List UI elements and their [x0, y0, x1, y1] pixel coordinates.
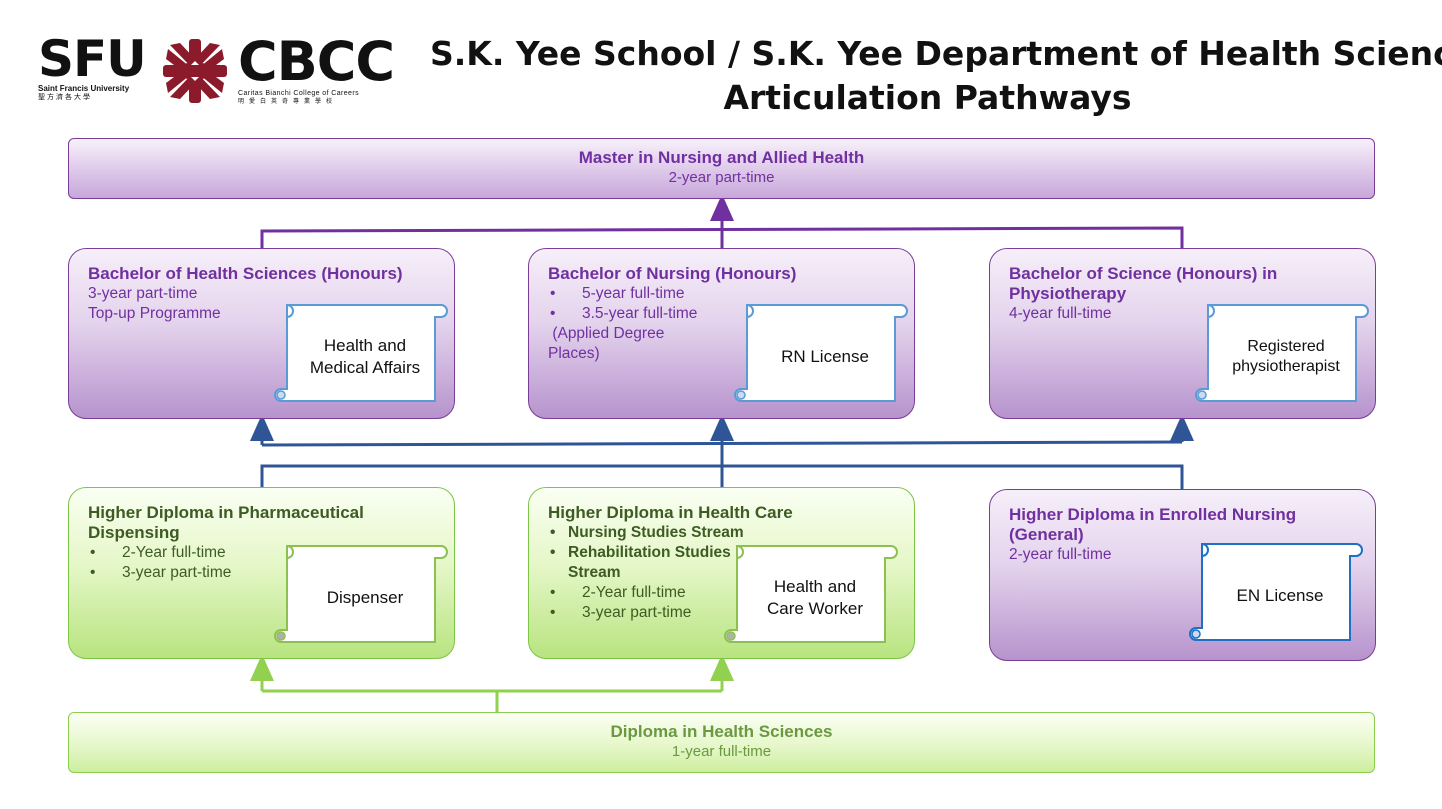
- scroll-icon: [734, 304, 908, 402]
- cbcc-logo: CBCC Caritas Bianchi College of Careers …: [238, 34, 408, 106]
- hd-pharma-title: Higher Diploma in Pharmaceutical Dispens…: [88, 503, 364, 542]
- scroll-icon: [1195, 304, 1369, 402]
- duration-item: 2-Year full-time: [548, 583, 748, 603]
- scroll-health-medical-affairs: Health and Medical Affairs: [271, 297, 449, 409]
- hd-pharma-duration-list: 2-Year full-time 3-year part-time: [88, 543, 418, 583]
- bachelor-nursing-box: Bachelor of Nursing (Honours) 5-year ful…: [528, 248, 915, 419]
- duration-item: 2-Year full-time: [88, 543, 418, 563]
- scroll-label: Registered physiotherapist: [1232, 338, 1340, 375]
- cbcc-logo-chinese: 明愛白英奇專業學校: [238, 99, 338, 105]
- page-title-line-2: Articulation Pathways: [723, 78, 1132, 117]
- bachelor-physio-duration: 4-year full-time: [1009, 305, 1112, 322]
- master-programme-box: Master in Nursing and Allied Health 2-ye…: [68, 138, 1375, 199]
- page-title: S.K. Yee School / S.K. Yee Department of…: [430, 32, 1442, 120]
- master-duration: 2-year part-time: [668, 169, 775, 186]
- diploma-programme-box: Diploma in Health Sciences 1-year full-t…: [68, 712, 1375, 773]
- arrows-to-master: [260, 194, 1184, 248]
- hd-pharmaceutical-dispensing-box: Higher Diploma in Pharmaceutical Dispens…: [68, 487, 455, 659]
- bachelor-health-duration: 3-year part-time: [88, 285, 198, 302]
- hd-enrolled-nursing-box: Higher Diploma in Enrolled Nursing (Gene…: [989, 489, 1376, 661]
- cbcc-logo-letters: CBCC: [238, 30, 395, 93]
- bachelor-health-title: Bachelor of Health Sciences (Honours): [88, 264, 403, 283]
- sfu-logo-letters: SFU: [38, 30, 147, 88]
- scroll-label: EN License: [1236, 586, 1324, 605]
- duration-item: 3-year part-time: [88, 563, 418, 583]
- duration-item: 5-year full-time: [548, 284, 763, 304]
- bachelor-nursing-title: Bachelor of Nursing (Honours): [548, 264, 797, 283]
- scroll-icon: [274, 545, 448, 643]
- bachelor-health-programme: Top-up Programme: [88, 305, 221, 322]
- hd-enrolled-title: Higher Diploma in Enrolled Nursing (Gene…: [1009, 505, 1297, 544]
- scroll-dispenser: Dispenser: [271, 538, 449, 650]
- bachelor-health-sciences-box: Bachelor of Health Sciences (Honours) 3-…: [68, 248, 455, 419]
- hd-healthcare-stream-list: Nursing Studies Stream Rehabilitation St…: [548, 523, 748, 583]
- sfu-logo-chinese: 聖方濟各大學: [38, 94, 92, 101]
- sfu-logo: SFU Saint Francis University 聖方濟各大學: [38, 30, 147, 106]
- diploma-duration: 1-year full-time: [671, 743, 772, 760]
- scroll-icon: [1189, 543, 1363, 641]
- scroll-label: Health and Care Worker: [766, 577, 864, 618]
- bachelor-nursing-note: (Applied Degree Places): [548, 325, 669, 362]
- bachelor-nursing-duration-list: 5-year full-time 3.5-year full-time: [548, 284, 763, 324]
- stream-item: Nursing Studies Stream: [548, 523, 748, 543]
- hd-healthcare-duration-list: 2-Year full-time 3-year part-time: [548, 583, 748, 623]
- scroll-registered-physiotherapist: Registered physiotherapist: [1192, 297, 1370, 409]
- scroll-label: Health and Medical Affairs: [309, 336, 421, 377]
- hd-enrolled-duration: 2-year full-time: [1009, 546, 1112, 563]
- cbcc-logo-subtitle: Caritas Bianchi College of Careers: [238, 90, 359, 97]
- scroll-label: RN License: [781, 347, 869, 366]
- scroll-rn-license: RN License: [731, 297, 909, 409]
- duration-item: 3.5-year full-time: [548, 304, 763, 324]
- page-title-line-1: S.K. Yee School / S.K. Yee Department of…: [430, 34, 1442, 73]
- scroll-icon: [274, 304, 448, 402]
- scroll-health-care-worker: Health and Care Worker: [721, 538, 899, 650]
- arrows-to-bachelors: [250, 414, 1194, 489]
- master-title: Master in Nursing and Allied Health: [578, 148, 865, 167]
- diploma-title: Diploma in Health Sciences: [610, 722, 833, 741]
- duration-item: 3-year part-time: [548, 603, 748, 623]
- scroll-icon: [724, 545, 898, 643]
- caritas-cross-icon: [160, 37, 230, 105]
- hd-health-care-box: Higher Diploma in Health Care Nursing St…: [528, 487, 915, 659]
- hd-healthcare-title: Higher Diploma in Health Care: [548, 503, 793, 522]
- arrows-to-higher-diplomas: [250, 654, 734, 712]
- bachelor-physio-title: Bachelor of Science (Honours) in Physiot…: [1009, 264, 1278, 303]
- sfu-logo-subtitle: Saint Francis University: [38, 84, 130, 93]
- bachelor-physiotherapy-box: Bachelor of Science (Honours) in Physiot…: [989, 248, 1376, 419]
- scroll-label: Dispenser: [326, 588, 404, 607]
- stream-item: Rehabilitation Studies Stream: [548, 543, 748, 583]
- scroll-en-license: EN License: [1186, 536, 1364, 648]
